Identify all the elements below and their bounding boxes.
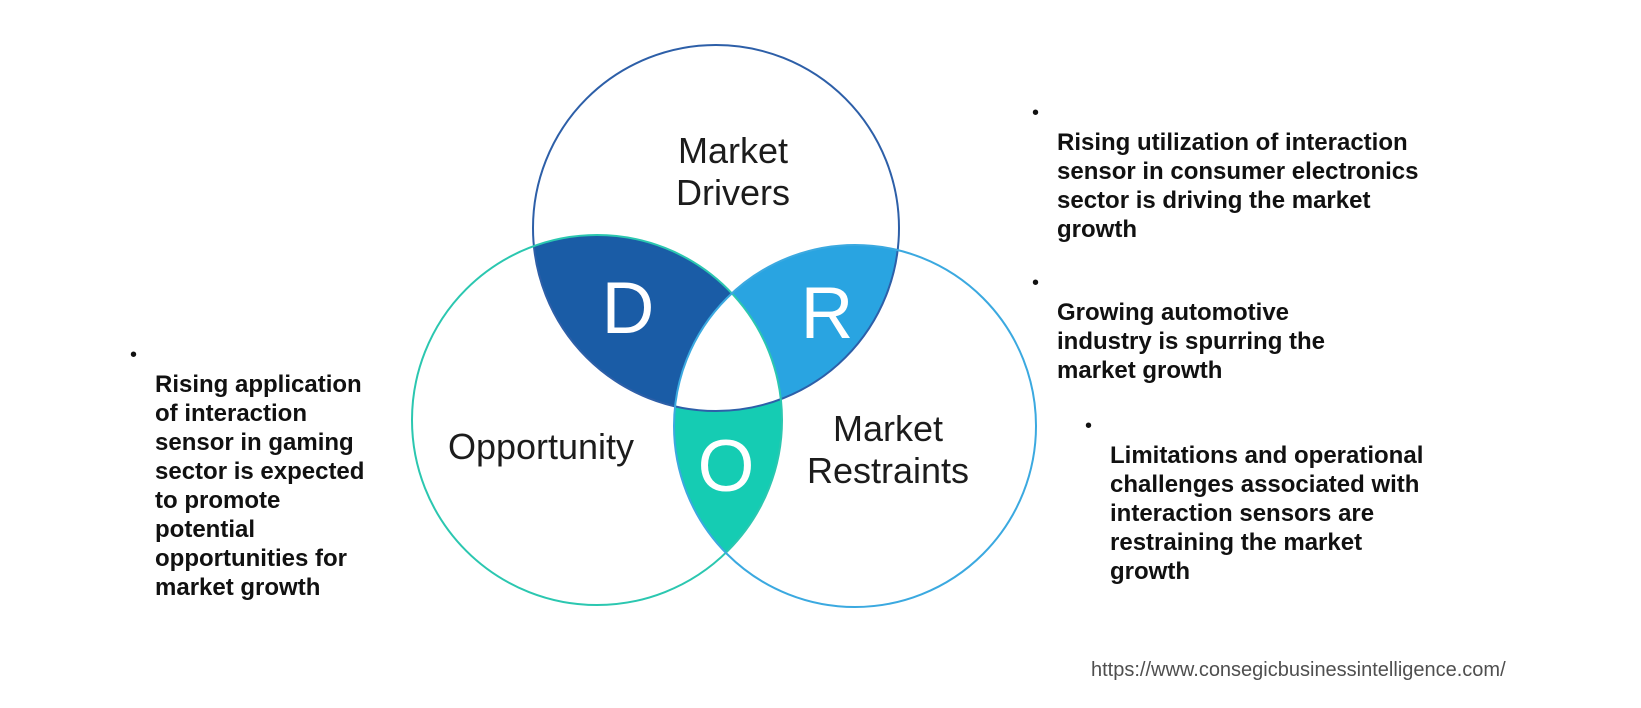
- bullet-marker-icon: •: [1032, 102, 1040, 124]
- drivers-circle-outline: [532, 44, 900, 412]
- drivers-bullet-text-1: Rising utilization of interaction sensor…: [1057, 129, 1419, 243]
- letter-o: O: [698, 426, 755, 507]
- region-o-opportunity-restraints: [412, 235, 782, 605]
- list-item: • Growing automotive industry is spurring…: [1032, 269, 1457, 385]
- opportunity-bullet-text: Rising application of interaction sensor…: [155, 371, 365, 601]
- opportunity-circle-label: Opportunity: [447, 426, 635, 467]
- opportunity-bullet-list: • Rising application of interaction senso…: [130, 341, 385, 602]
- list-item: • Rising application of interaction senso…: [130, 341, 385, 602]
- venn-letters: D R O: [602, 268, 854, 507]
- opportunity-circle-outline: [411, 234, 783, 606]
- letter-d: D: [602, 268, 655, 349]
- source-url: https://www.consegicbusinessintelligence…: [1091, 659, 1506, 681]
- drivers-bullet-text-2: Growing automotive industry is spurring …: [1057, 299, 1326, 384]
- venn-outlines: [411, 44, 1037, 608]
- drivers-bullet-list: • Rising utilization of interaction senso…: [1032, 99, 1457, 385]
- list-item: • Limitations and operational challenges …: [1085, 412, 1470, 586]
- bullet-marker-icon: •: [130, 344, 138, 366]
- drivers-circle-label: Market Drivers: [676, 130, 790, 213]
- restraints-circle-label: Market Restraints: [806, 408, 970, 491]
- list-item: • Rising utilization of interaction senso…: [1032, 99, 1457, 244]
- restraints-circle-outline: [673, 244, 1037, 608]
- bullet-marker-icon: •: [1032, 272, 1040, 294]
- venn-regions: [412, 45, 899, 605]
- letter-r: R: [801, 273, 854, 354]
- restraints-bullet-text: Limitations and operational challenges a…: [1110, 442, 1424, 585]
- bullet-marker-icon: •: [1085, 415, 1093, 437]
- restraints-bullet-list: • Limitations and operational challenges …: [1085, 412, 1470, 586]
